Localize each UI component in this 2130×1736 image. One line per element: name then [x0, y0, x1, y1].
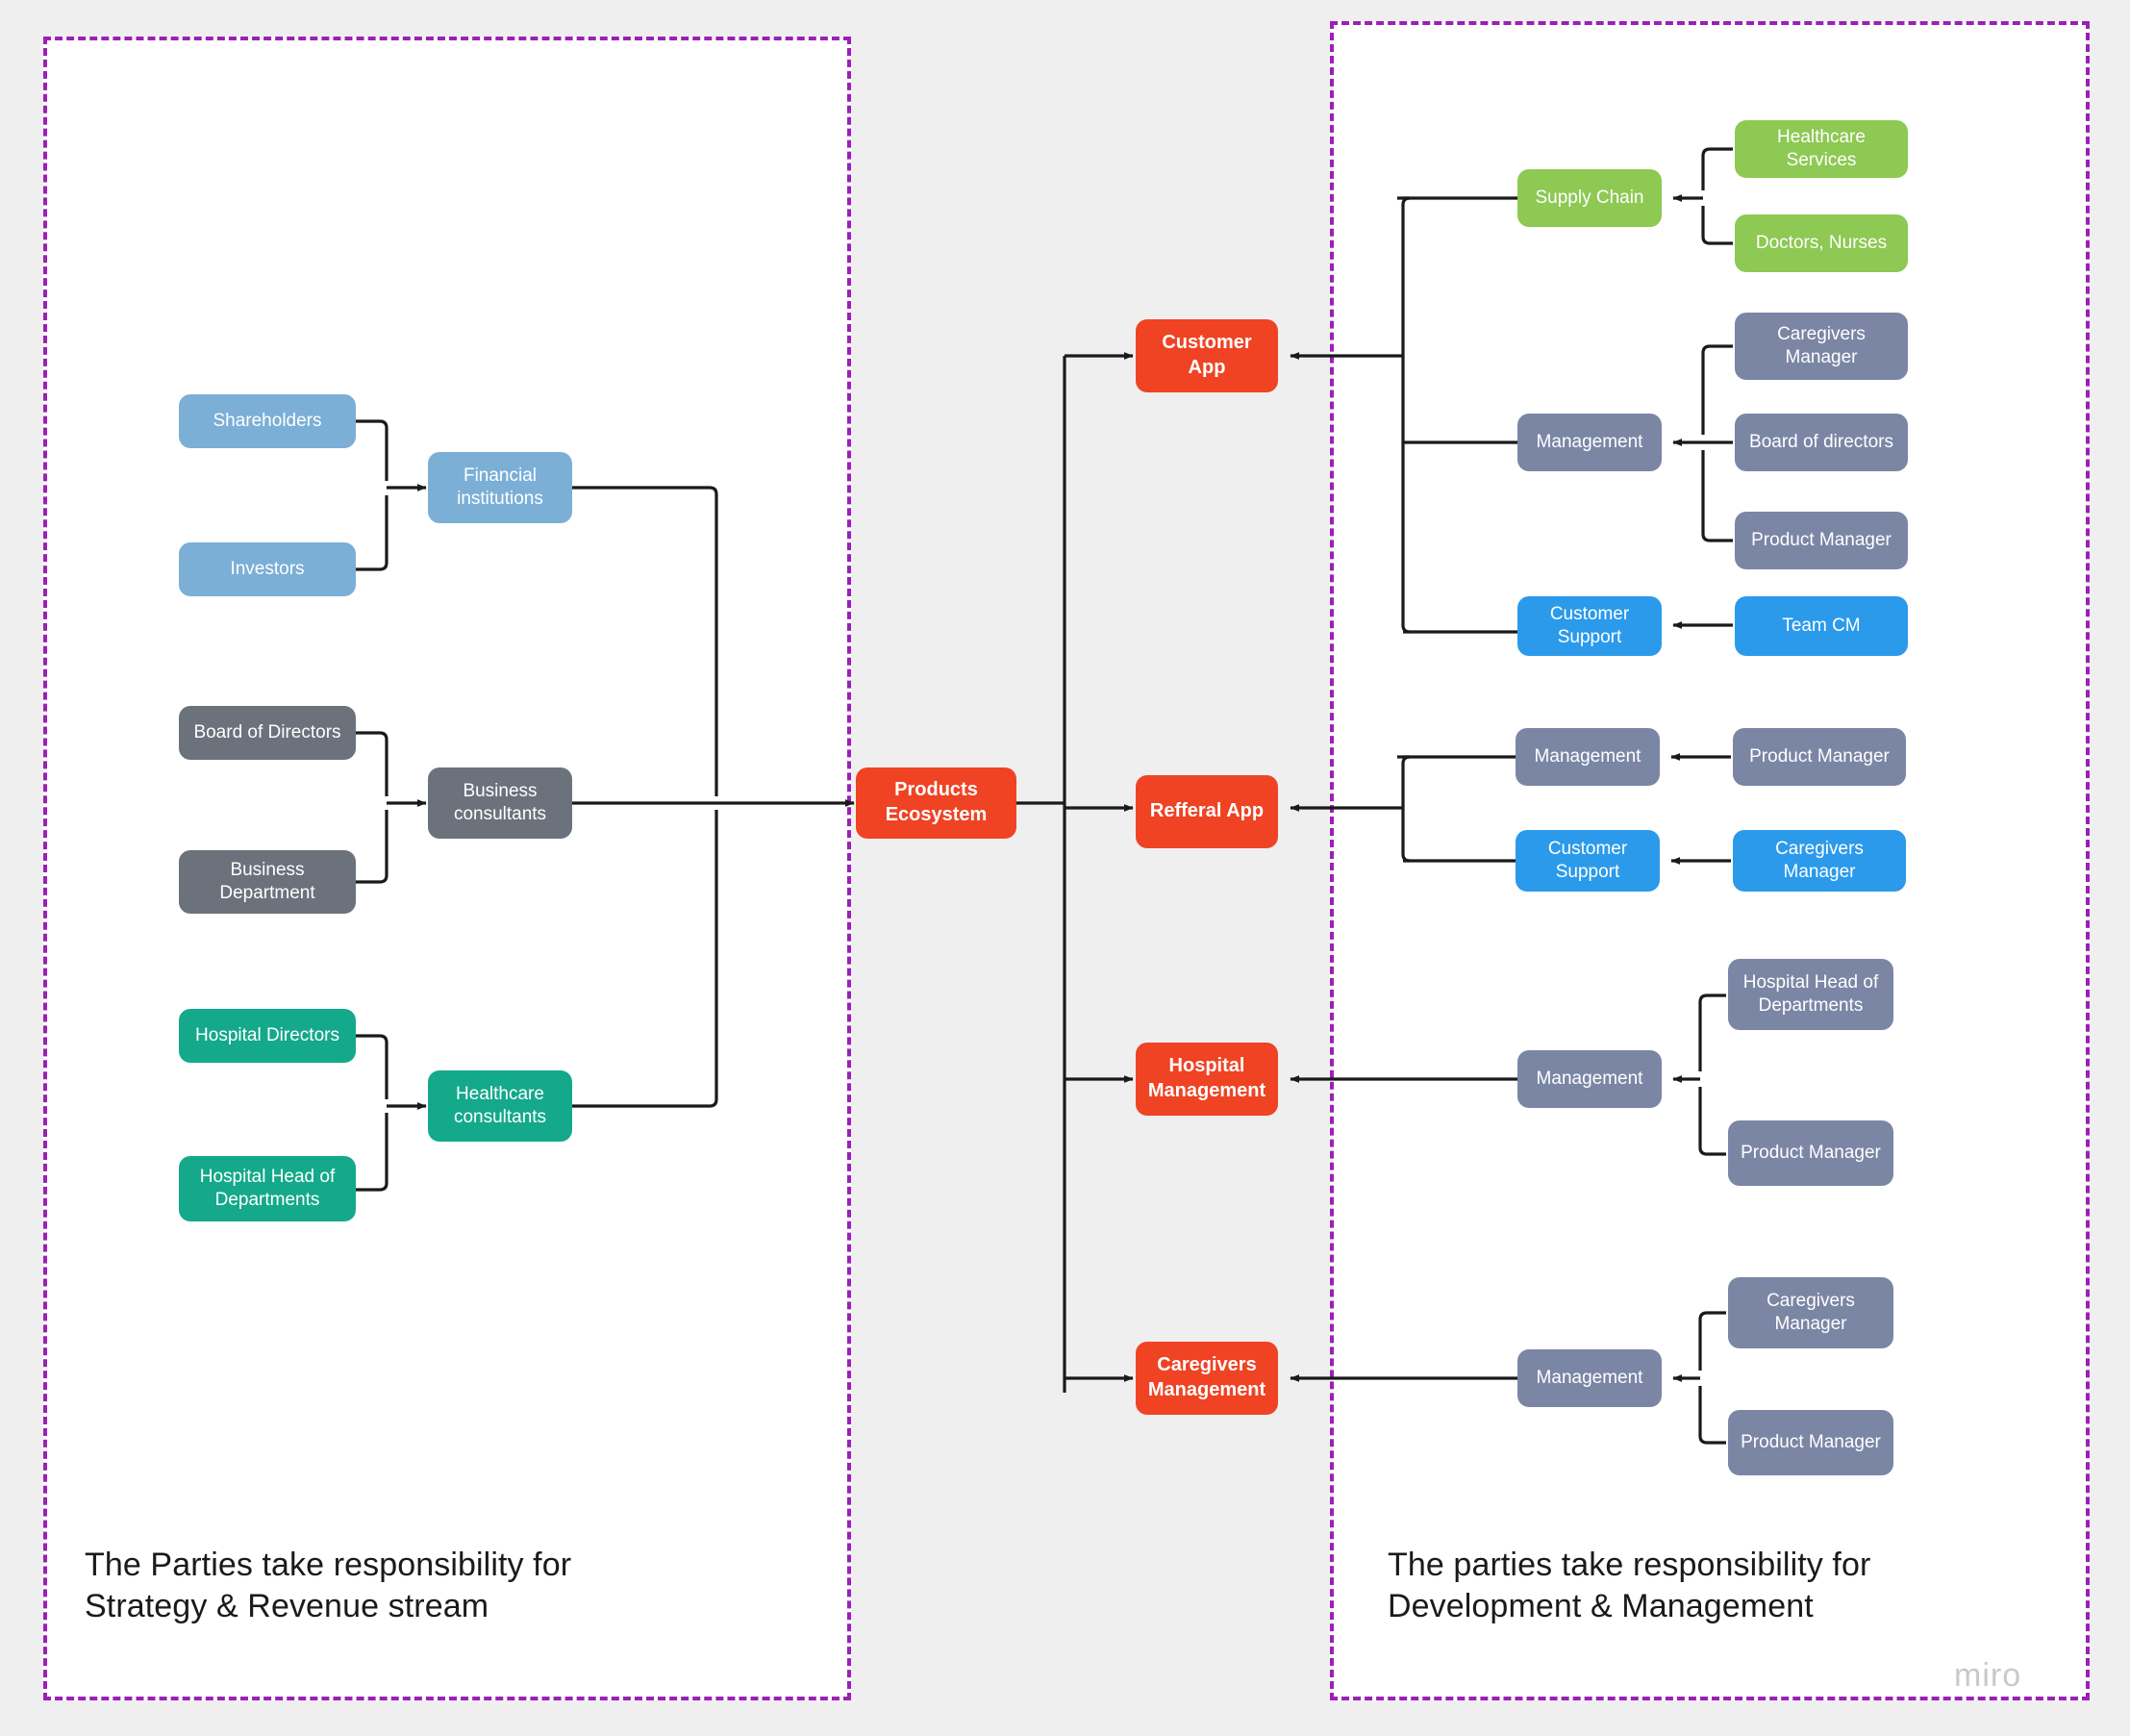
node-caregivers-manager-caregivers[interactable]: Caregivers Manager [1728, 1277, 1893, 1348]
node-management-customer-app[interactable]: Management [1517, 414, 1662, 471]
node-business-department[interactable]: Business Department [179, 850, 356, 914]
node-hospital-directors[interactable]: Hospital Directors [179, 1009, 356, 1063]
node-healthcare-services[interactable]: Healthcare Services [1735, 120, 1908, 178]
node-hospital-management[interactable]: Hospital Management [1136, 1043, 1278, 1116]
node-product-manager-customer-app[interactable]: Product Manager [1735, 512, 1908, 569]
node-shareholders[interactable]: Shareholders [179, 394, 356, 448]
node-hospital-head-of-departments-left[interactable]: Hospital Head of Departments [179, 1156, 356, 1221]
caption-development-management: The parties take responsibility for Deve… [1388, 1547, 1871, 1624]
node-caregivers-management[interactable]: Caregivers Management [1136, 1342, 1278, 1415]
node-business-consultants[interactable]: Business consultants [428, 767, 572, 839]
node-caregivers-manager-customer-app[interactable]: Caregivers Manager [1735, 313, 1908, 380]
node-financial-institutions[interactable]: Financial institutions [428, 452, 572, 523]
node-product-manager-hospital[interactable]: Product Manager [1728, 1120, 1893, 1186]
node-product-manager-refferal-app[interactable]: Product Manager [1733, 728, 1906, 786]
node-board-of-directors-left[interactable]: Board of Directors [179, 706, 356, 760]
caption-strategy-revenue: The Parties take responsibility for Stra… [85, 1547, 572, 1624]
node-team-cm[interactable]: Team CM [1735, 596, 1908, 656]
node-investors[interactable]: Investors [179, 542, 356, 596]
node-doctors-nurses[interactable]: Doctors, Nurses [1735, 214, 1908, 272]
node-healthcare-consultants[interactable]: Healthcare consultants [428, 1070, 572, 1142]
node-hospital-head-of-departments-right[interactable]: Hospital Head of Departments [1728, 959, 1893, 1030]
miro-watermark: miro [1954, 1657, 2022, 1694]
node-customer-support-customer-app[interactable]: Customer Support [1517, 596, 1662, 656]
node-supply-chain[interactable]: Supply Chain [1517, 169, 1662, 227]
node-management-refferal-app[interactable]: Management [1516, 728, 1660, 786]
node-customer-app[interactable]: Customer App [1136, 319, 1278, 392]
node-products-ecosystem[interactable]: Products Ecosystem [856, 767, 1016, 839]
node-customer-support-refferal-app[interactable]: Customer Support [1516, 830, 1660, 892]
node-board-of-directors-right[interactable]: Board of directors [1735, 414, 1908, 471]
node-caregivers-manager-refferal-app[interactable]: Caregivers Manager [1733, 830, 1906, 892]
node-management-caregivers[interactable]: Management [1517, 1349, 1662, 1407]
node-product-manager-caregivers[interactable]: Product Manager [1728, 1410, 1893, 1475]
node-refferal-app[interactable]: Refferal App [1136, 775, 1278, 848]
node-management-hospital[interactable]: Management [1517, 1050, 1662, 1108]
